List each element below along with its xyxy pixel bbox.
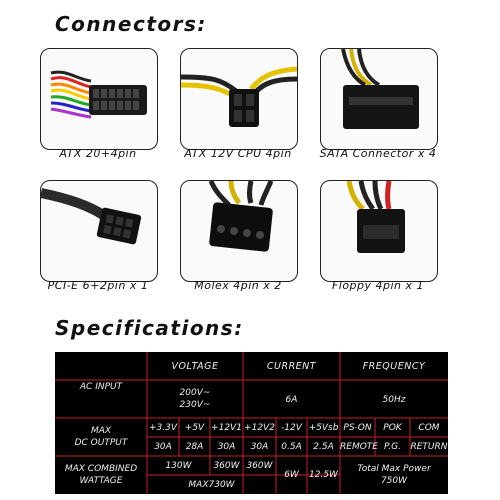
wattage-5vsb: 12.5W [309, 470, 338, 480]
header-current: CURRENT [266, 361, 317, 372]
max-dc-label-1: MAX [90, 426, 112, 436]
wattage-12v2: 360W [246, 461, 273, 471]
wattage-3v3-5v: 130W [165, 461, 192, 471]
total-max-power-label: Total Max Power [357, 464, 431, 474]
rail-value: P.G. [384, 442, 401, 452]
rail-value: 30A [154, 442, 172, 452]
rail-value: 2.5A [313, 442, 334, 452]
specifications-heading: Specifications: [55, 316, 244, 340]
max-730w: MAX730W [188, 480, 235, 490]
rail-label: +3.3V [148, 423, 177, 433]
ac-voltage-2: 230V~ [179, 400, 211, 410]
rail-label: +5Vsb [308, 423, 339, 433]
floppy-connector-image [320, 180, 438, 282]
max-dc-label-2: DC OUTPUT [74, 438, 128, 448]
rail-label: COM [418, 423, 440, 433]
max-combined-label-1: MAX COMBINED [64, 464, 138, 474]
rail-label: +5V [184, 423, 205, 433]
table-grid-lines [55, 352, 448, 494]
connector-caption: ATX 12V CPU 4pin [184, 147, 292, 160]
header-frequency: FREQUENCY [362, 361, 426, 372]
rail-label: PS-ON [343, 423, 372, 433]
connectors-heading: Connectors: [55, 12, 207, 36]
connector-caption: SATA Connector x 4 [319, 147, 437, 160]
total-max-power-value: 750W [380, 476, 408, 486]
ac-frequency: 50Hz [382, 395, 406, 405]
connector-caption: ATX 20+4pin [59, 147, 137, 160]
rail-value: RETURN [410, 442, 448, 452]
connector-caption: Molex 4pin x 2 [194, 279, 282, 292]
connector-caption: Floppy 4pin x 1 [331, 279, 425, 292]
rail-label: POK [383, 423, 402, 433]
rail-label: -12V [281, 423, 302, 433]
rail-value: REMOTE [340, 442, 378, 452]
rail-value: 0.5A [281, 442, 302, 452]
sata-connector-image [320, 48, 438, 150]
ac-voltage-1: 200V~ [179, 388, 211, 398]
ac-current: 6A [285, 395, 298, 405]
atx-24pin-image [40, 48, 158, 150]
atx-12v-4pin-image [180, 48, 298, 150]
molex-connector-image [180, 180, 298, 282]
ac-input-label: AC INPUT [79, 382, 123, 392]
connector-caption: PCI-E 6+2pin x 1 [47, 279, 149, 292]
wattage-12v1: 360W [213, 461, 240, 471]
rail-value: 30A [217, 442, 236, 452]
header-voltage: VOLTAGE [171, 361, 219, 372]
rail-label: +12V1 [211, 423, 242, 433]
specifications-table: VOLTAGE CURRENT FREQUENCY AC INPUT 200V~… [55, 352, 448, 494]
rail-value: 28A [185, 442, 204, 452]
wattage-neg12v: 6W [284, 470, 299, 480]
rail-value: 30A [250, 442, 269, 452]
pcie-connector-image [40, 180, 158, 282]
rail-label: +12V2 [244, 423, 275, 433]
max-combined-label-2: WATTAGE [79, 476, 123, 486]
